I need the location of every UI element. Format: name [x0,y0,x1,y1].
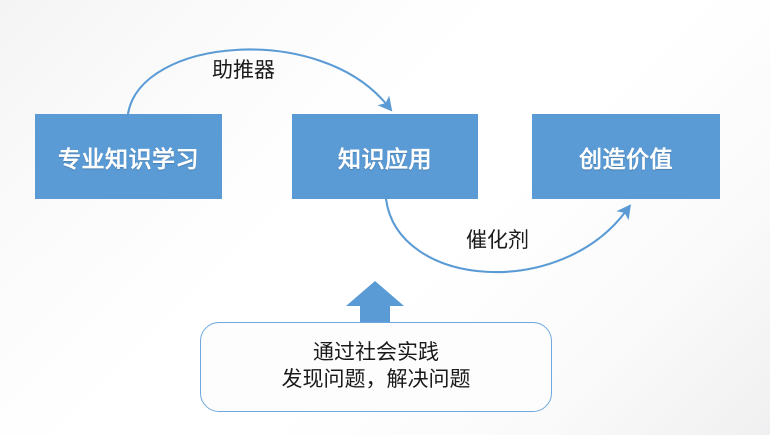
process-box-create-value[interactable]: 创造价值 [532,114,720,199]
note-line-1: 通过社会实践 [313,341,439,365]
block-arrow-up-icon [346,281,404,325]
connector-catalyst-curve [384,197,632,274]
connector-label-catalyst: 催化剂 [466,229,529,252]
process-box-professional-knowledge-learning[interactable]: 专业知识学习 [35,114,222,199]
connector-label-booster: 助推器 [212,59,275,82]
process-box-label: 专业知识学习 [58,145,199,172]
note-box-social-practice[interactable]: 通过社会实践 发现问题，解决问题 [200,322,552,412]
process-box-label: 创造价值 [579,145,673,172]
connector-booster-curve [126,48,393,116]
note-line-2: 发现问题，解决问题 [281,368,471,391]
process-box-knowledge-application[interactable]: 知识应用 [292,114,478,199]
process-box-label: 知识应用 [338,145,432,172]
